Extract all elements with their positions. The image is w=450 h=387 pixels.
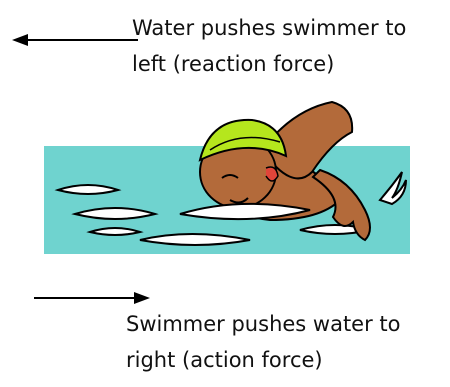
action-label-line-2: right (action force): [126, 342, 401, 378]
action-force-label: Swimmer pushes water to right (action fo…: [126, 306, 401, 378]
action-label-line-1: Swimmer pushes water to: [126, 306, 401, 342]
